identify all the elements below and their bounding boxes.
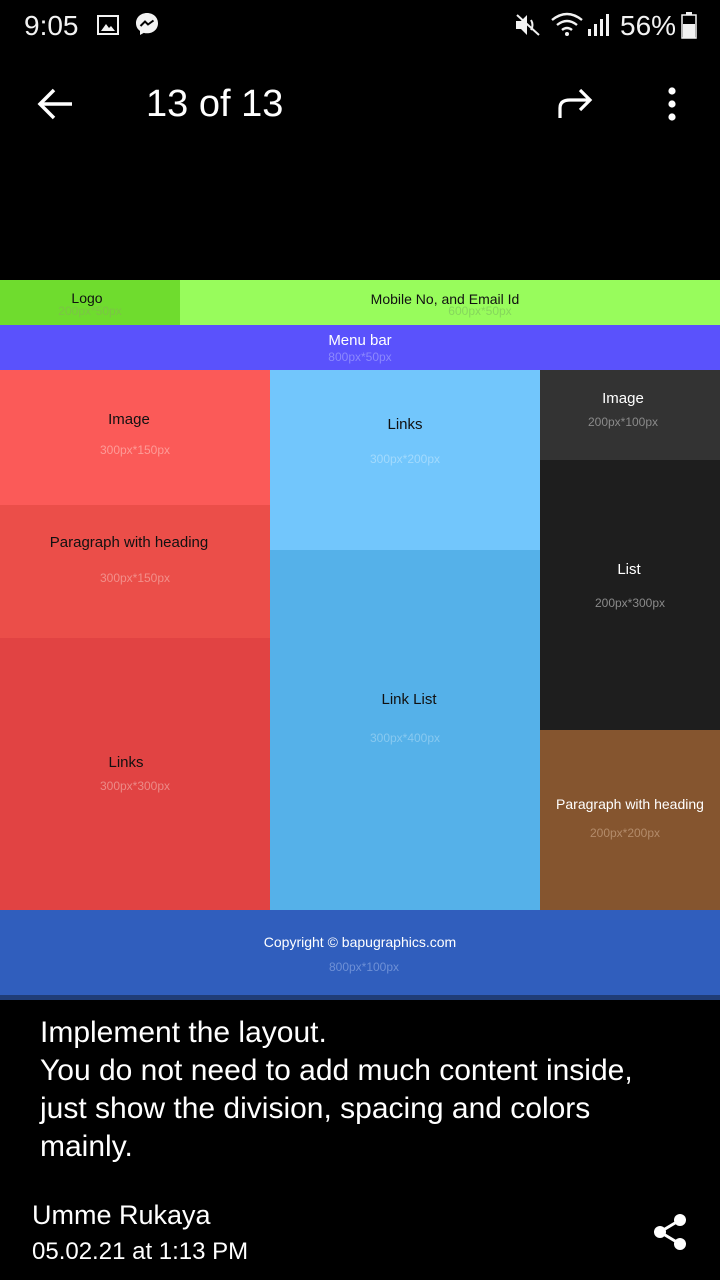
right-list-size: 200px*300px: [594, 596, 666, 610]
middle-links-block: Links 300px*200px: [270, 370, 540, 550]
link-list-size: 300px*400px: [369, 731, 441, 745]
message-timestamp: 05.02.21 at 1:13 PM: [32, 1238, 249, 1265]
left-links-label: Links: [108, 754, 144, 771]
menu-bar-label: Menu bar: [328, 332, 392, 349]
logo-label: Logo: [71, 290, 103, 306]
menu-bar-size: 800px*50px: [328, 350, 392, 364]
messenger-icon: [136, 13, 158, 35]
left-paragraph-size: 300px*150px: [99, 571, 171, 585]
contact-block: 600px*50px Mobile No, and Email Id: [180, 280, 720, 325]
back-arrow-icon[interactable]: [36, 86, 76, 122]
right-paragraph-size: 200px*200px: [589, 826, 661, 840]
image-counter: 13 of 13: [146, 83, 284, 125]
footer-block: Copyright © bapugraphics.com 800px*100px: [0, 910, 720, 1000]
more-options-icon[interactable]: [664, 86, 680, 122]
status-time: 9:05: [24, 10, 79, 41]
battery-icon: [681, 12, 697, 39]
right-list-block: List 200px*300px: [540, 460, 720, 730]
link-list-block: Link List 300px*400px: [270, 550, 540, 910]
logo-size: 200px*50px: [58, 304, 122, 318]
left-paragraph-block: Paragraph with heading 300px*150px: [0, 505, 270, 638]
mute-icon: [516, 14, 540, 36]
right-paragraph-label: Paragraph with heading: [556, 796, 704, 812]
signal-icon: [588, 14, 609, 36]
right-image-block: Image 200px*100px: [540, 370, 720, 460]
caption-line: mainly.: [40, 1130, 133, 1163]
image-caption: Implement the layout. You do not need to…: [40, 1014, 700, 1166]
gallery-icon: [97, 15, 119, 35]
right-image-label: Image: [602, 390, 644, 407]
left-image-label: Image: [108, 411, 150, 428]
left-image-block: Image 300px*150px: [0, 370, 270, 505]
contact-label: Mobile No, and Email Id: [370, 291, 520, 307]
left-image-size: 300px*150px: [99, 443, 171, 457]
right-list-label: List: [617, 561, 641, 578]
caption-line: just show the division, spacing and colo…: [40, 1092, 591, 1125]
caption-line: You do not need to add much content insi…: [40, 1054, 633, 1087]
left-links-size: 300px*300px: [99, 779, 171, 793]
left-links-block: Links 300px*300px: [0, 638, 270, 910]
menu-bar-block: Menu bar 800px*50px: [0, 325, 720, 370]
left-paragraph-label: Paragraph with heading: [49, 534, 209, 551]
link-list-label: Link List: [381, 691, 437, 708]
share-icon[interactable]: [652, 1212, 688, 1252]
middle-links-label: Links: [387, 416, 423, 433]
logo-block: 200px*50px Logo: [0, 280, 180, 325]
caption-line: Implement the layout.: [40, 1016, 327, 1049]
footer-size: 800px*100px: [328, 960, 400, 974]
right-image-size: 200px*100px: [587, 415, 659, 429]
footer-label: Copyright © bapugraphics.com: [263, 934, 457, 950]
contact-size: 600px*50px: [448, 304, 512, 318]
wifi-icon: [551, 12, 583, 36]
forward-icon[interactable]: [556, 86, 596, 122]
battery-percentage: 56%: [620, 10, 677, 41]
right-paragraph-block: Paragraph with heading 200px*200px: [540, 730, 720, 910]
sender-name: Umme Rukaya: [32, 1200, 211, 1230]
middle-links-size: 300px*200px: [369, 452, 441, 466]
